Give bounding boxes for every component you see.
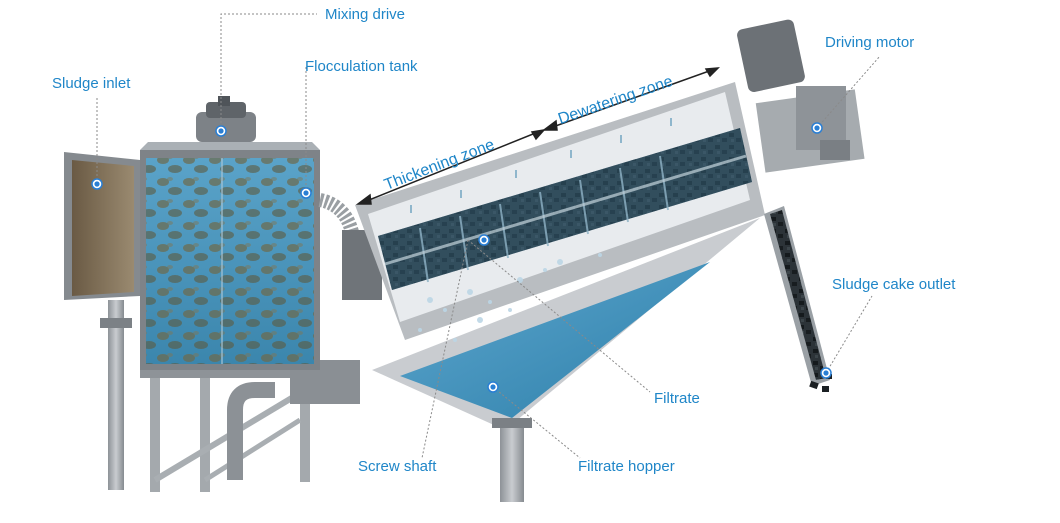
marker-dots bbox=[91, 122, 832, 393]
label-sludge-inlet: Sludge inlet bbox=[52, 75, 131, 92]
screw-press-body bbox=[355, 82, 765, 342]
sludge-cake-outlet-chute bbox=[764, 206, 832, 392]
label-driving-motor: Driving motor bbox=[825, 34, 915, 51]
support-frame bbox=[100, 300, 360, 492]
leader-lines bbox=[96, 13, 881, 459]
zone-arrows bbox=[355, 67, 720, 205]
flocculation-tank bbox=[140, 96, 320, 370]
label-screw-shaft: Screw shaft bbox=[358, 458, 437, 475]
label-filtrate-hopper: Filtrate hopper bbox=[578, 458, 675, 475]
driving-motor bbox=[737, 19, 865, 173]
label-mixing-drive: Mixing drive bbox=[325, 6, 406, 23]
feed-hose bbox=[318, 193, 359, 235]
label-flocculation-tank: Flocculation tank bbox=[305, 58, 418, 75]
label-filtrate: Filtrate bbox=[654, 390, 700, 407]
sludge-inlet-box bbox=[64, 152, 140, 300]
filtrate-hopper bbox=[372, 218, 760, 502]
label-sludge-cake-outlet: Sludge cake outlet bbox=[832, 276, 956, 293]
